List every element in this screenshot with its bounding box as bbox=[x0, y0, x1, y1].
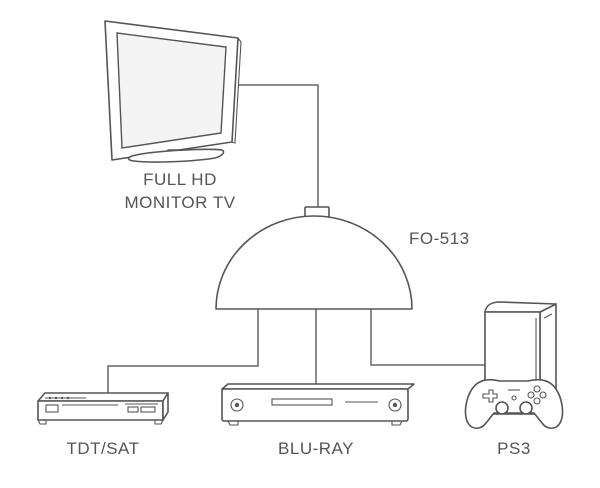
blu-ray-player-icon bbox=[221, 383, 415, 426]
tv-label-line1: FULL HD bbox=[143, 170, 217, 189]
ps3-label: PS3 bbox=[497, 439, 531, 458]
gamepad-icon bbox=[464, 378, 564, 430]
tv-monitor-icon bbox=[104, 20, 242, 163]
switch-label: FO-513 bbox=[409, 229, 470, 248]
cable-tv-to-switch bbox=[238, 84, 319, 208]
cable-switch-to-tdt bbox=[107, 309, 259, 393]
tdt-sat-receiver-icon bbox=[37, 392, 169, 425]
tv-label-line2: MONITOR TV bbox=[124, 193, 235, 212]
bluray-label: BLU-RAY bbox=[278, 439, 354, 458]
tdt-sat-label: TDT/SAT bbox=[66, 439, 139, 458]
hdmi-switch-dome-icon bbox=[215, 206, 413, 310]
cable-switch-to-ps3 bbox=[370, 309, 485, 366]
